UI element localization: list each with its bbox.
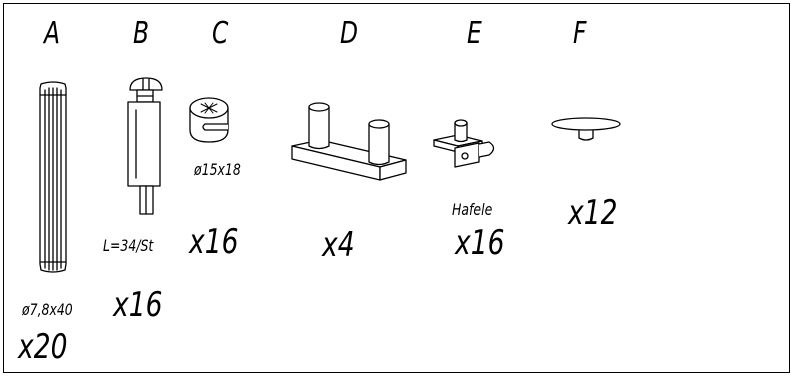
part-b-letter: B <box>133 16 150 51</box>
part-f-letter: F <box>573 16 587 51</box>
part-f-quantity: x12 <box>568 193 618 233</box>
part-e-hafele-connector-drawing <box>433 119 495 168</box>
part-b-bolt-drawing <box>127 77 163 215</box>
part-a-dowel-drawing <box>39 81 67 273</box>
part-e-brand: Hafele <box>452 200 493 219</box>
part-c-cam-lock-drawing <box>189 97 229 143</box>
part-c-letter: C <box>212 16 229 51</box>
part-e-letter: E <box>467 16 482 51</box>
part-c-dimension: ø15x18 <box>194 160 241 179</box>
part-a-letter: A <box>44 16 61 51</box>
part-b-quantity: x16 <box>113 285 163 325</box>
part-d-quantity: x4 <box>322 225 355 265</box>
diagram-border <box>3 3 790 373</box>
part-d-letter: D <box>340 16 359 51</box>
part-e-quantity: x16 <box>455 223 505 263</box>
part-a-quantity: x20 <box>18 327 68 367</box>
part-d-shelf-support-drawing <box>291 102 407 181</box>
part-c-quantity: x16 <box>189 222 239 262</box>
part-a-dimension: ø7,8x40 <box>22 300 73 319</box>
part-f-pad-drawing <box>551 117 621 141</box>
part-b-dimension: L=34/St <box>103 236 154 255</box>
